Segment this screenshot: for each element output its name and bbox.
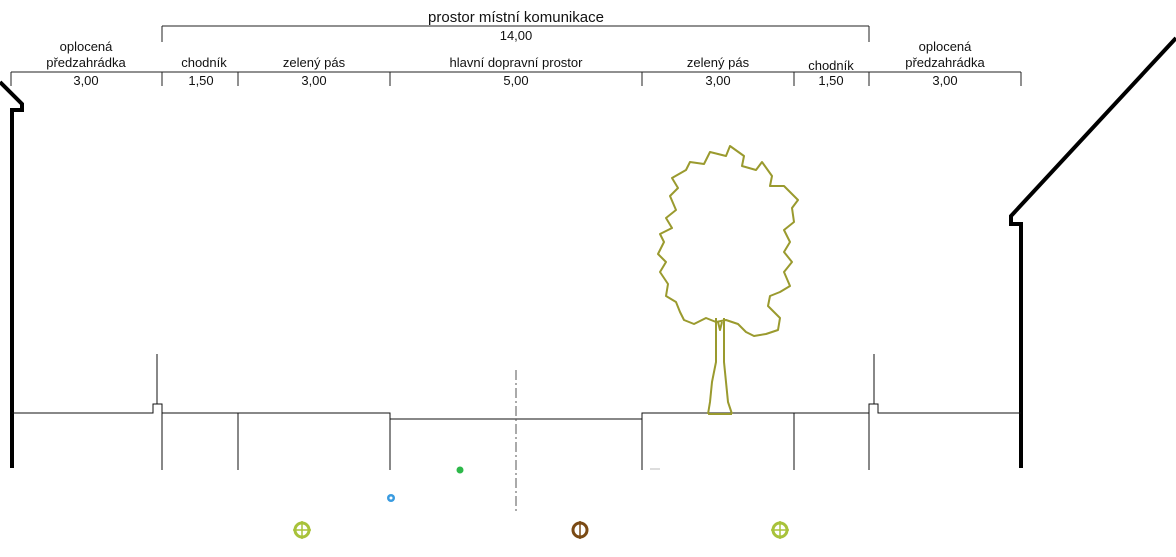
- segment-label-fenced-garden-left-2: předzahrádka: [46, 55, 126, 70]
- segment-width-sidewalk-right: 1,50: [818, 73, 843, 88]
- segment-width-green-strip-left: 3,00: [301, 73, 326, 88]
- segment-label-sidewalk-left: chodník: [181, 55, 227, 70]
- utility-ring-olive-left: [293, 521, 311, 539]
- utility-ring-olive-right: [771, 521, 789, 539]
- utility-point-blue-core: [389, 496, 393, 500]
- tree-crown: [657, 145, 799, 337]
- segment-width-fenced-garden-left: 3,00: [73, 73, 98, 88]
- utility-lines: [293, 466, 789, 539]
- segment-label-green-strip-left: zelený pás: [283, 55, 346, 70]
- segment-label-fenced-garden-right: oplocená: [919, 39, 973, 54]
- utility-ring-brown: [571, 521, 589, 539]
- utility-point-green: [456, 466, 464, 474]
- segment-label-fenced-garden-right-2: předzahrádka: [905, 55, 985, 70]
- building-facade-right: [1009, 36, 1176, 468]
- total-dimension-title: prostor místní komunikace: [428, 9, 604, 26]
- segment-width-fenced-garden-right: 3,00: [932, 73, 957, 88]
- total-dimension: prostor místní komunikace 14,00: [161, 9, 870, 43]
- segment-dimensions: oplocená předzahrádka 3,00 chodník 1,50 …: [10, 39, 1022, 88]
- tree: [657, 145, 799, 415]
- segment-label-green-strip-right: zelený pás: [687, 55, 750, 70]
- tree-trunk: [707, 318, 733, 415]
- segment-label-sidewalk-right: chodník: [808, 58, 854, 73]
- total-dimension-value: 14,00: [500, 28, 533, 43]
- building-facade-left: [0, 80, 24, 468]
- segment-width-green-strip-right: 3,00: [705, 73, 730, 88]
- segment-label-fenced-garden-left: oplocená: [60, 39, 114, 54]
- segment-width-sidewalk-left: 1,50: [188, 73, 213, 88]
- segment-label-main-traffic: hlavní dopravní prostor: [450, 55, 584, 70]
- segment-width-main-traffic: 5,00: [503, 73, 528, 88]
